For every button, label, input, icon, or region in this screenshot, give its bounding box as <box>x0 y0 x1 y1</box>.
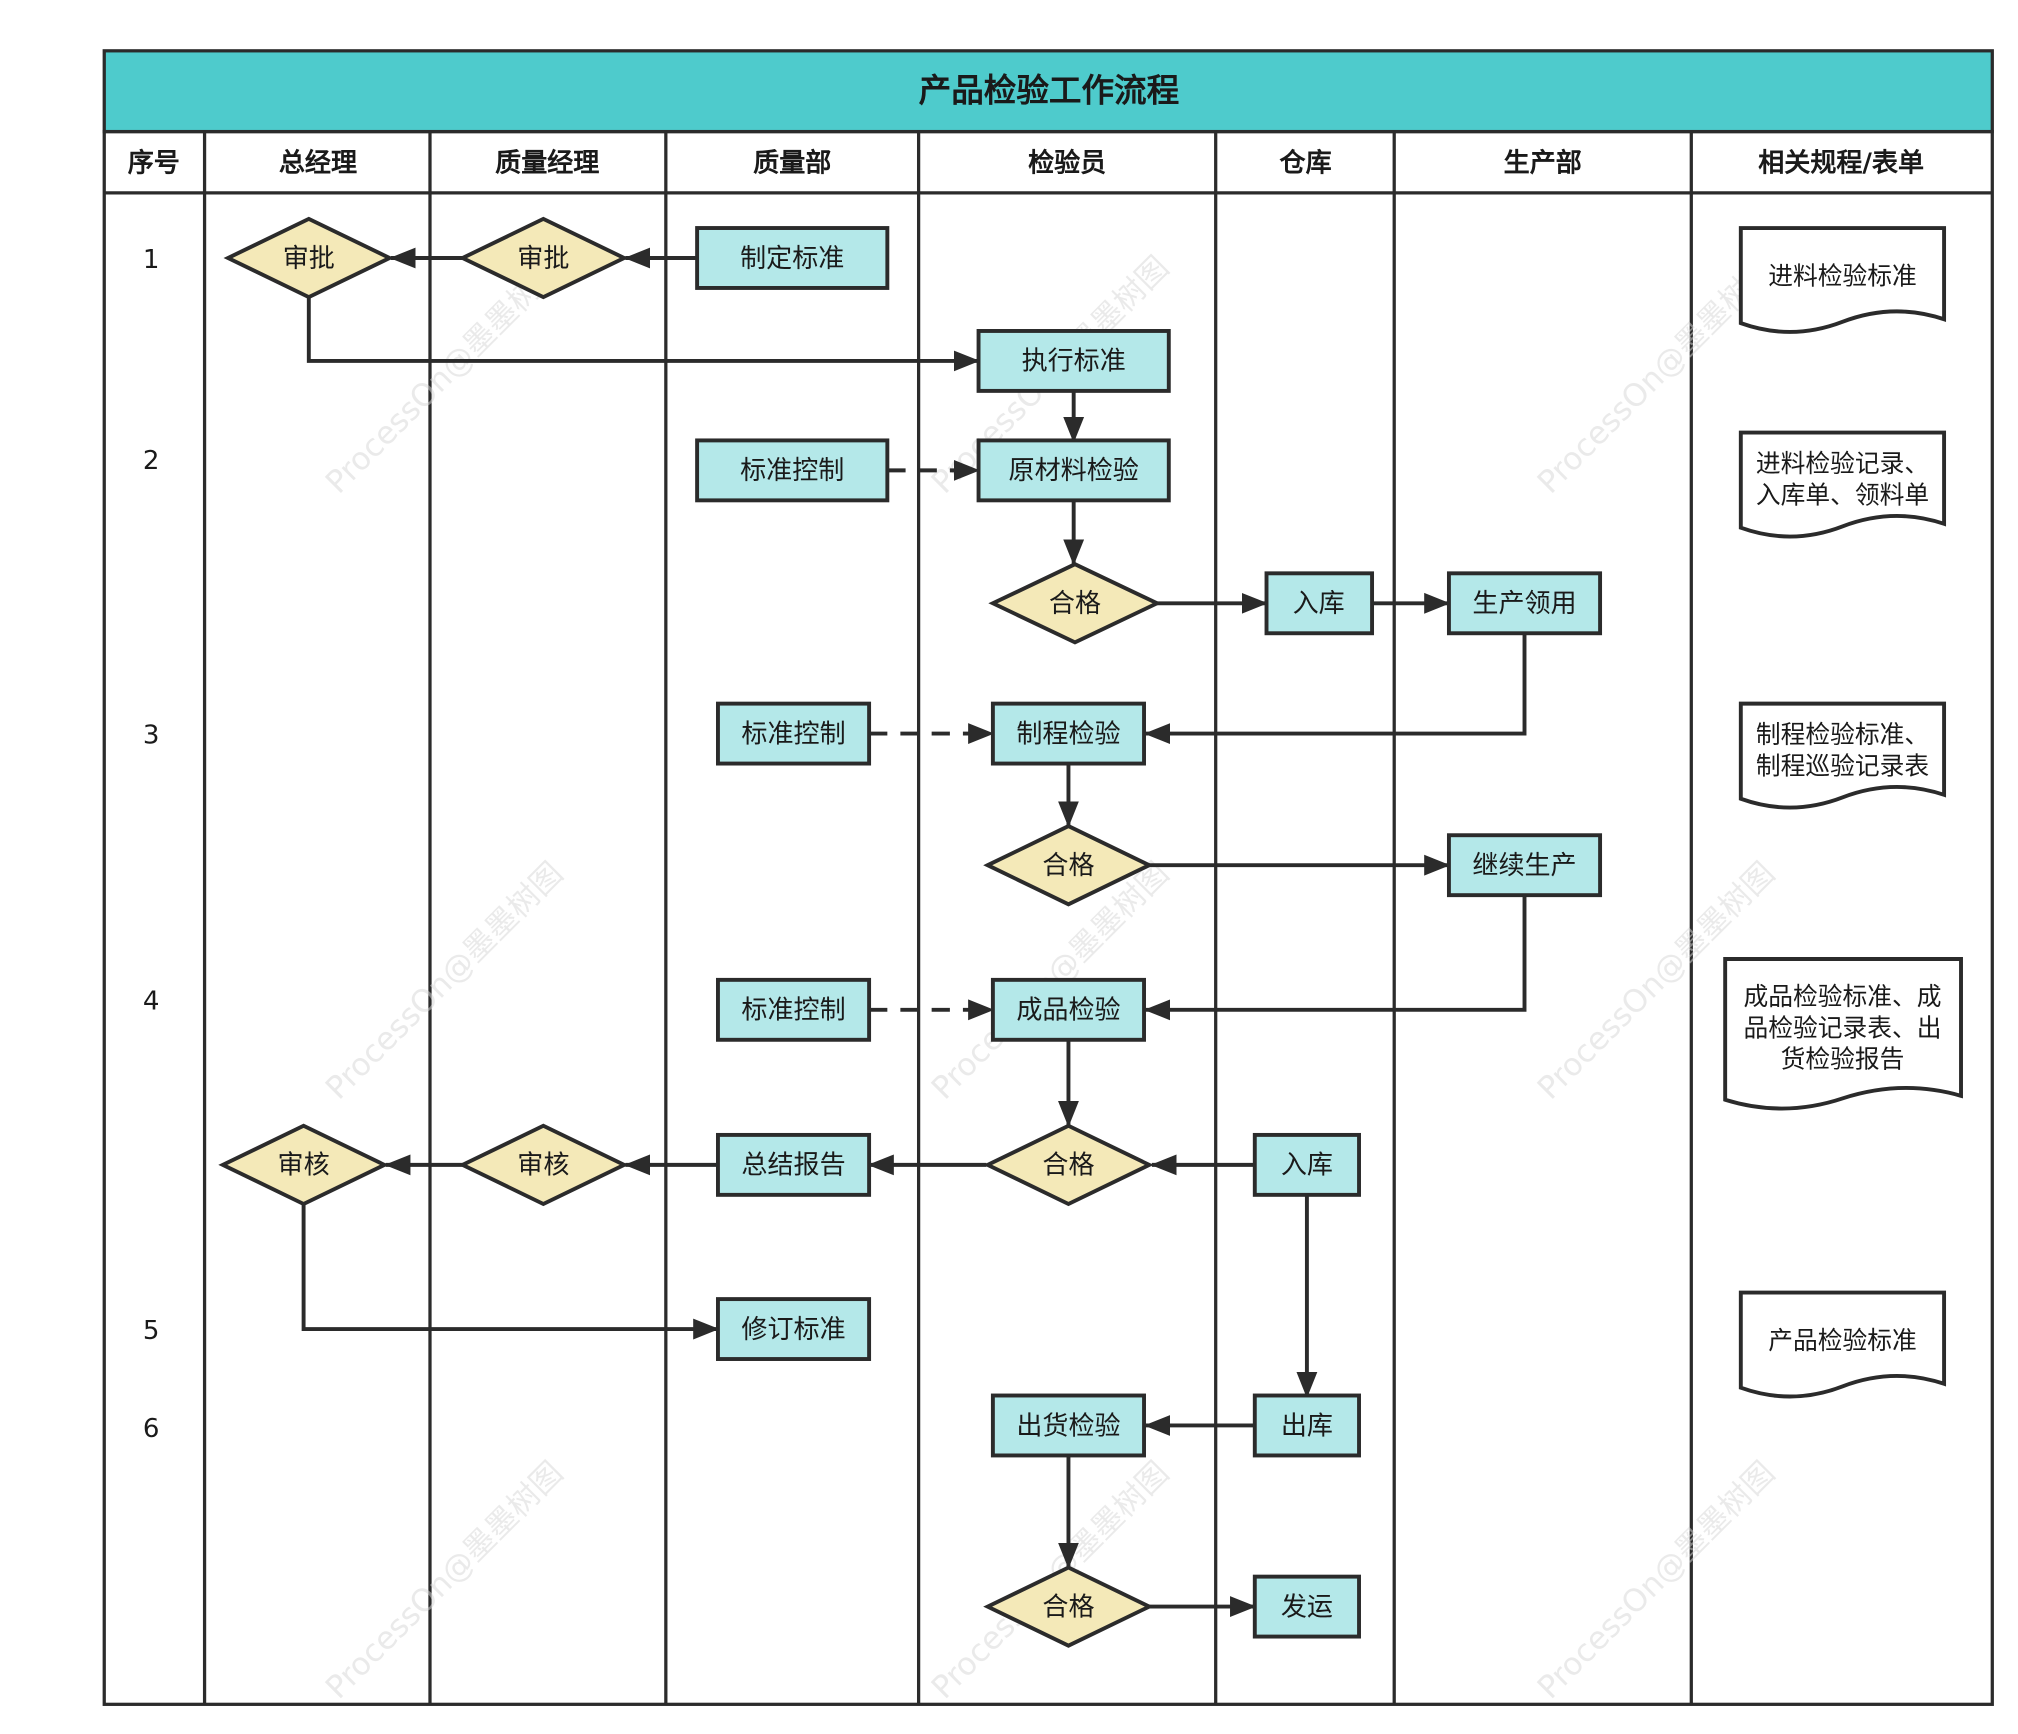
document-3[interactable]: 制程检验标准、 制程巡验记录表 <box>1738 701 1947 810</box>
node-std-control-2[interactable]: 标准控制 <box>715 701 872 766</box>
node-label: 生产领用 <box>1472 589 1576 619</box>
node-review-gm[interactable]: 审核 <box>218 1123 389 1207</box>
document-label: 货检验报告 <box>1781 1045 1905 1074</box>
table-frame <box>102 129 1994 1706</box>
node-pass-4[interactable]: 合格 <box>983 1565 1154 1648</box>
node-std-control-1[interactable]: 标准控制 <box>695 438 890 503</box>
header-seq: 序号 <box>128 148 180 179</box>
node-define-standard[interactable]: 制定标准 <box>695 226 890 290</box>
document-label: 产品检验标准 <box>1768 1326 1917 1355</box>
node-label: 合格 <box>1049 589 1101 619</box>
node-label: 审核 <box>278 1151 330 1181</box>
row-number: 3 <box>143 721 160 751</box>
node-approve-gm[interactable]: 审批 <box>223 216 395 300</box>
node-label: 合格 <box>1042 851 1094 881</box>
row-number: 2 <box>143 446 160 476</box>
node-warehouse-in-1[interactable]: 入库 <box>1264 571 1375 636</box>
title-bar <box>102 49 1994 134</box>
node-summary-report[interactable]: 总结报告 <box>715 1132 872 1197</box>
document-label: 入库单、领料单 <box>1756 480 1929 509</box>
node-process-inspection[interactable]: 制程检验 <box>990 701 1146 766</box>
connector-arrow <box>301 1203 720 1340</box>
node-approve-qm[interactable]: 审批 <box>458 216 629 300</box>
watermark-text: ProcessOn@墨墨树图 <box>319 855 570 1106</box>
watermark-text: ProcessOn@墨墨树图 <box>319 1455 570 1706</box>
node-warehouse-out[interactable]: 出库 <box>1252 1393 1361 1458</box>
node-label: 出库 <box>1281 1411 1333 1441</box>
header-general-manager: 总经理 <box>279 148 357 179</box>
node-label: 制定标准 <box>740 244 844 274</box>
node-label: 合格 <box>1042 1151 1094 1181</box>
node-label: 合格 <box>1042 1592 1094 1622</box>
node-label: 执行标准 <box>1022 347 1126 377</box>
connector-arrow <box>1144 895 1527 1021</box>
node-production-use[interactable]: 生产领用 <box>1446 571 1603 636</box>
document-4[interactable]: 成品检验标准、成 品检验记录表、出 货检验报告 <box>1723 957 1963 1111</box>
document-label: 品检验记录表、出 <box>1743 1013 1941 1042</box>
document-5[interactable]: 产品检验标准 <box>1738 1290 1947 1399</box>
node-finished-inspection[interactable]: 成品检验 <box>990 977 1146 1042</box>
row-number: 5 <box>143 1316 160 1346</box>
node-label: 出货检验 <box>1016 1411 1120 1441</box>
node-ship[interactable]: 发运 <box>1252 1574 1361 1639</box>
header-quality-manager: 质量经理 <box>495 148 599 179</box>
document-label: 进料检验标准 <box>1768 262 1917 291</box>
header-warehouse: 仓库 <box>1279 148 1332 179</box>
node-revise-standard[interactable]: 修订标准 <box>715 1297 872 1361</box>
document-1[interactable]: 进料检验标准 <box>1738 226 1947 334</box>
row-number: 4 <box>143 987 160 1017</box>
header-production: 生产部 <box>1504 149 1582 179</box>
node-label: 入库 <box>1281 1151 1333 1181</box>
document-label: 制程巡验记录表 <box>1756 751 1929 780</box>
watermark-text: ProcessOn@墨墨树图 <box>1531 1455 1782 1706</box>
header-quality-dept: 质量部 <box>753 149 831 179</box>
document-label: 进料检验记录、 <box>1756 449 1929 478</box>
page-title: 产品检验工作流程 <box>919 72 1180 110</box>
node-label: 入库 <box>1293 589 1345 619</box>
connector-arrow <box>1144 633 1527 745</box>
node-label: 标准控制 <box>741 719 845 749</box>
node-pass-2[interactable]: 合格 <box>983 823 1154 907</box>
node-label: 总结报告 <box>741 1151 845 1181</box>
connectors <box>301 247 1527 1618</box>
node-review-qm[interactable]: 审核 <box>458 1123 629 1207</box>
node-label: 继续生产 <box>1472 851 1576 881</box>
connector-arrow <box>306 297 980 372</box>
node-label: 审批 <box>517 244 569 274</box>
node-raw-material-inspection[interactable]: 原材料检验 <box>976 438 1171 503</box>
node-label: 审批 <box>283 244 335 274</box>
document-label: 制程检验标准、 <box>1756 720 1929 749</box>
node-label: 原材料检验 <box>1009 456 1139 486</box>
node-label: 发运 <box>1281 1592 1333 1622</box>
node-pass-1[interactable]: 合格 <box>988 562 1162 645</box>
node-label: 标准控制 <box>741 996 845 1026</box>
header-procedures: 相关规程/表单 <box>1758 149 1924 179</box>
header-inspector: 检验员 <box>1028 148 1106 179</box>
node-pass-3[interactable]: 合格 <box>983 1123 1154 1207</box>
node-continue-production[interactable]: 继续生产 <box>1446 833 1603 898</box>
node-label: 制程检验 <box>1016 719 1120 749</box>
document-2[interactable]: 进料检验记录、 入库单、领料单 <box>1738 430 1947 539</box>
row-number: 1 <box>143 245 160 275</box>
node-warehouse-in-2[interactable]: 入库 <box>1252 1132 1361 1197</box>
node-label: 标准控制 <box>740 456 844 486</box>
node-label: 成品检验 <box>1016 996 1120 1026</box>
node-label: 审核 <box>517 1151 569 1181</box>
node-shipment-inspection[interactable]: 出货检验 <box>990 1393 1146 1458</box>
node-execute-standard[interactable]: 执行标准 <box>976 329 1171 393</box>
row-number: 6 <box>143 1414 160 1444</box>
document-label: 成品检验标准、成 <box>1743 982 1941 1011</box>
node-label: 修订标准 <box>741 1315 845 1345</box>
node-std-control-3[interactable]: 标准控制 <box>715 977 872 1042</box>
